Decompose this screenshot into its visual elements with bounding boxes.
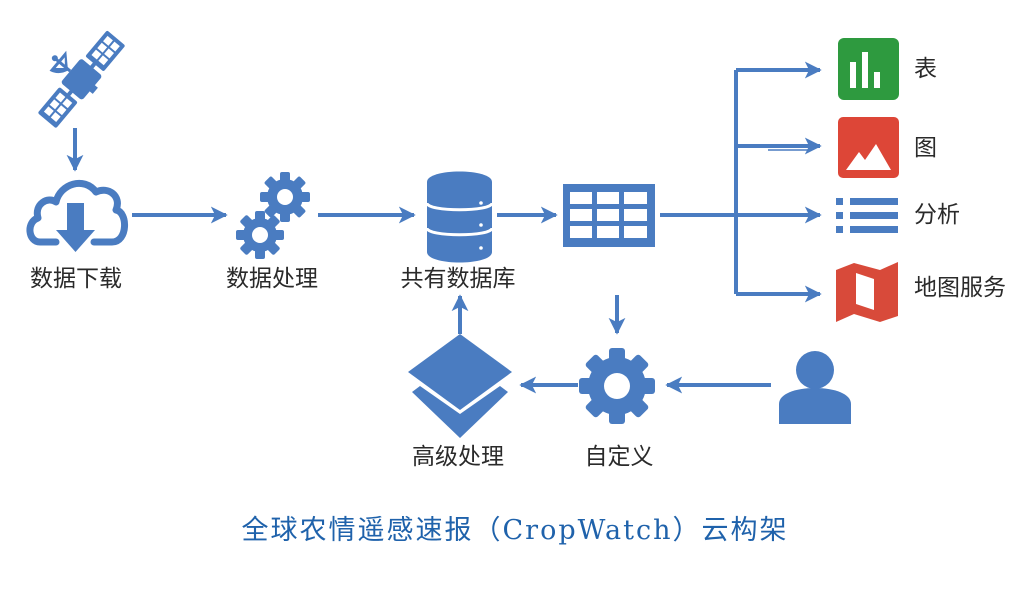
user-icon bbox=[779, 351, 851, 424]
output-label-map-service: 地图服务 bbox=[914, 275, 1006, 301]
cloud-download-icon bbox=[26, 179, 128, 252]
advanced-label: 高级处理 bbox=[412, 444, 504, 470]
table-grid-icon bbox=[563, 184, 655, 247]
map-icon bbox=[836, 262, 898, 322]
download-label: 数据下载 bbox=[30, 266, 122, 292]
database-label: 共有数据库 bbox=[400, 266, 516, 292]
gear-icon bbox=[579, 348, 655, 424]
image-icon bbox=[838, 117, 899, 178]
bar-chart-icon bbox=[838, 38, 899, 100]
processing-label: 数据处理 bbox=[226, 266, 318, 292]
satellite-icon bbox=[38, 31, 125, 128]
output-branch-connector bbox=[660, 61, 822, 303]
layers-icon bbox=[408, 334, 512, 438]
list-icon bbox=[836, 198, 898, 233]
diagram-caption: 全球农情遥感速报（CropWatch）云构架 bbox=[241, 515, 789, 546]
output-label-chart: 图 bbox=[914, 135, 937, 161]
database-icon bbox=[425, 171, 494, 263]
output-label-analysis: 分析 bbox=[914, 202, 960, 228]
custom-label: 自定义 bbox=[584, 444, 654, 470]
output-label-table: 表 bbox=[914, 56, 937, 82]
gears-icon bbox=[236, 172, 310, 259]
